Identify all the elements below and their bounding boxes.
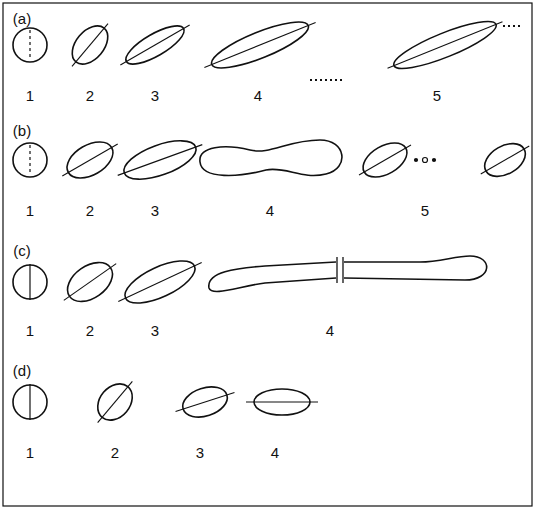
stage-number: 2: [86, 203, 94, 218]
panel-letter: (d): [13, 363, 31, 378]
panel-letter: (c): [13, 243, 31, 258]
stage-number: 1: [26, 323, 34, 338]
panel-letter: (b): [13, 123, 31, 138]
stage-number: 1: [26, 203, 34, 218]
stage-number: 1: [26, 88, 34, 103]
stage-number: 3: [151, 88, 159, 103]
stage-number: 3: [151, 323, 159, 338]
stage-number: 5: [421, 203, 429, 218]
stage-number: 4: [271, 445, 279, 460]
stage-number: 3: [151, 203, 159, 218]
stage-number: 4: [254, 88, 262, 103]
stage-number: 2: [86, 88, 94, 103]
stage-number: 4: [326, 323, 334, 338]
stage-number: 3: [196, 445, 204, 460]
stage-number: 4: [266, 203, 274, 218]
stage-number: 5: [433, 88, 441, 103]
stage-number: 2: [86, 323, 94, 338]
stage-number: 2: [111, 445, 119, 460]
panel-letter: (a): [13, 11, 31, 26]
stage-number: 1: [26, 445, 34, 460]
frame: [3, 3, 532, 506]
